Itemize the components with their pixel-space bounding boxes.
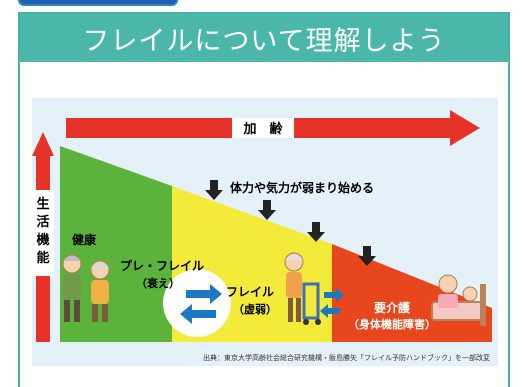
decline-label: 体力や気力が弱まり始める xyxy=(230,180,374,195)
vitality-arrow-head xyxy=(32,132,54,156)
elderly-walker-icon xyxy=(284,252,321,325)
reversible-arrows-right xyxy=(320,288,344,318)
vitality-label-box xyxy=(32,190,54,276)
arrow2-right-head xyxy=(336,288,344,302)
stage-care-label: 要介護 xyxy=(374,300,411,315)
arrow2-left-body xyxy=(326,308,340,314)
page-title: フレイルについて理解しよう xyxy=(82,25,446,57)
vitality-char-2: 活 xyxy=(36,214,49,230)
healthy-couple-icon xyxy=(62,254,110,322)
section-tab xyxy=(18,0,178,6)
decline-arrow-3 xyxy=(307,222,325,242)
decline-arrow-2 xyxy=(258,200,276,220)
frailty-diagram: 加 齢 生 活 機 能 体力や気力が弱まり始める xyxy=(32,98,498,366)
aging-label: 加 齢 xyxy=(242,121,283,137)
arrow-left-body xyxy=(190,310,216,318)
care-bed-icon xyxy=(431,274,486,326)
vitality-char-1: 生 xyxy=(36,196,49,212)
frailty-diagram-svg: 加 齢 生 活 機 能 体力や気力が弱まり始める xyxy=(32,110,492,362)
aging-label-box xyxy=(232,118,294,138)
vitality-char-3: 機 xyxy=(36,232,49,248)
stage-prefrail-sub: （衰え） xyxy=(136,276,180,290)
zone-health xyxy=(60,146,172,342)
reversible-arrows-left xyxy=(180,284,222,324)
card-header: フレイルについて理解しよう xyxy=(20,14,508,62)
decline-arrow-4 xyxy=(358,246,376,266)
decline-arrow-1 xyxy=(205,180,223,200)
arrow2-left-head xyxy=(320,304,328,318)
stage-frail-sub: （虚弱） xyxy=(233,302,277,316)
arrow-right-body xyxy=(186,290,212,298)
stage-care-sub: （身体機能障害） xyxy=(348,317,436,331)
stage-frail-label: フレイル xyxy=(226,285,274,299)
stage-prefrail-label: プレ・フレイル xyxy=(120,258,204,273)
stage-health-label: 健康 xyxy=(72,232,97,247)
source-note: 出典：東京大学高齢社会総合研究機構・飯島勝矢「フレイル予防ハンドブック」を一部改… xyxy=(203,353,490,362)
arrow2-right-body xyxy=(324,292,338,298)
vitality-label: 生 活 機 能 xyxy=(36,196,49,266)
info-card: フレイルについて理解しよう 加 齢 生 活 機 能 体力や xyxy=(18,12,510,387)
aging-arrow-head xyxy=(450,110,480,146)
arrow-right-head xyxy=(210,284,222,304)
vitality-char-4: 能 xyxy=(36,250,49,266)
arrow-left-head xyxy=(180,304,192,324)
care-label-box xyxy=(346,296,452,332)
decline-arrows xyxy=(205,180,376,266)
transition-circle xyxy=(163,269,231,337)
